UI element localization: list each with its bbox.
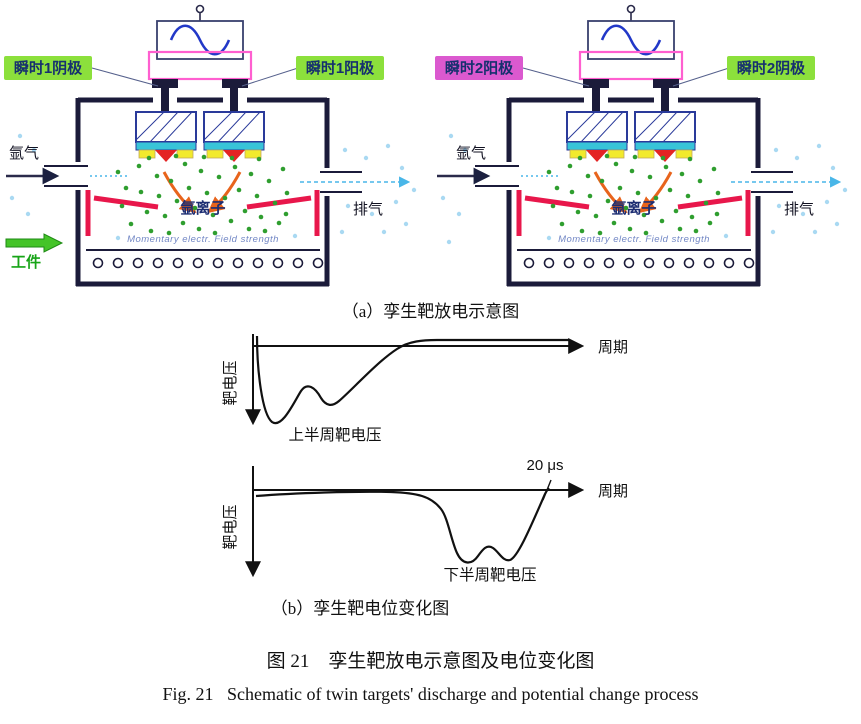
waveform-lower: 20 μs 周期 靶电压 下半周靶电压: [222, 457, 628, 584]
figure-caption-english: Fig. 21 Schematic of twin targets' disch…: [162, 684, 699, 704]
argon-gas-label: 氩气: [9, 145, 39, 162]
period-tick: [542, 479, 552, 501]
field-strength-label: Momentary electr. Field strength: [558, 234, 710, 245]
discharge-diagram-right: 瞬时2阳极 瞬时2阴极 氩气 氩离子 排气 Momentary electr. …: [431, 0, 861, 292]
argon-gas-label: 氩气: [456, 145, 486, 162]
exhaust-label: 排气: [353, 201, 383, 218]
field-strength-label: Momentary electr. Field strength: [127, 234, 279, 245]
voltage-curve-upper: [255, 335, 569, 425]
curve-label-lower: 下半周靶电压: [443, 566, 536, 584]
exhaust-label: 排气: [784, 201, 814, 218]
anode2-label: 瞬时2阳极: [445, 59, 514, 77]
y-axis-label: 靶电压: [222, 360, 239, 405]
y-axis-label: 靶电压: [222, 504, 239, 549]
cathode2-label: 瞬时2阴极: [737, 59, 806, 77]
discharge-diagram-left: 瞬时1阴极 瞬时1阳极 氩气 氩离子 排气 Momentary electr. …: [0, 0, 430, 292]
anode2-label-box: [435, 56, 523, 80]
x-axis-label: 周期: [598, 339, 628, 356]
figure-caption-chinese: 图 21 孪生靶放电示意图及电位变化图: [266, 651, 595, 672]
voltage-curve-lower: [255, 487, 550, 564]
caption-b: （b）孪生靶电位变化图: [270, 599, 450, 618]
argon-ion-label: 氩离子: [611, 199, 656, 217]
waveform-upper: 周期 靶电压 上半周靶电压: [222, 334, 628, 444]
anode1-label-box: [296, 56, 384, 80]
workpiece-arrow-icon: [5, 233, 64, 253]
cathode1-label-box: [4, 56, 92, 80]
cathode2-label-box: [727, 56, 815, 80]
x-axis-label: 周期: [598, 483, 628, 500]
workpiece-label: 工件: [11, 253, 41, 271]
time-annotation: 20 μs: [527, 457, 564, 474]
argon-ion-label: 氩离子: [180, 199, 225, 217]
curve-label-upper: 上半周靶电压: [288, 426, 381, 444]
anode1-label: 瞬时1阳极: [306, 59, 375, 77]
caption-a: （a）孪生靶放电示意图: [341, 302, 520, 321]
cathode1-label: 瞬时1阴极: [14, 59, 83, 77]
